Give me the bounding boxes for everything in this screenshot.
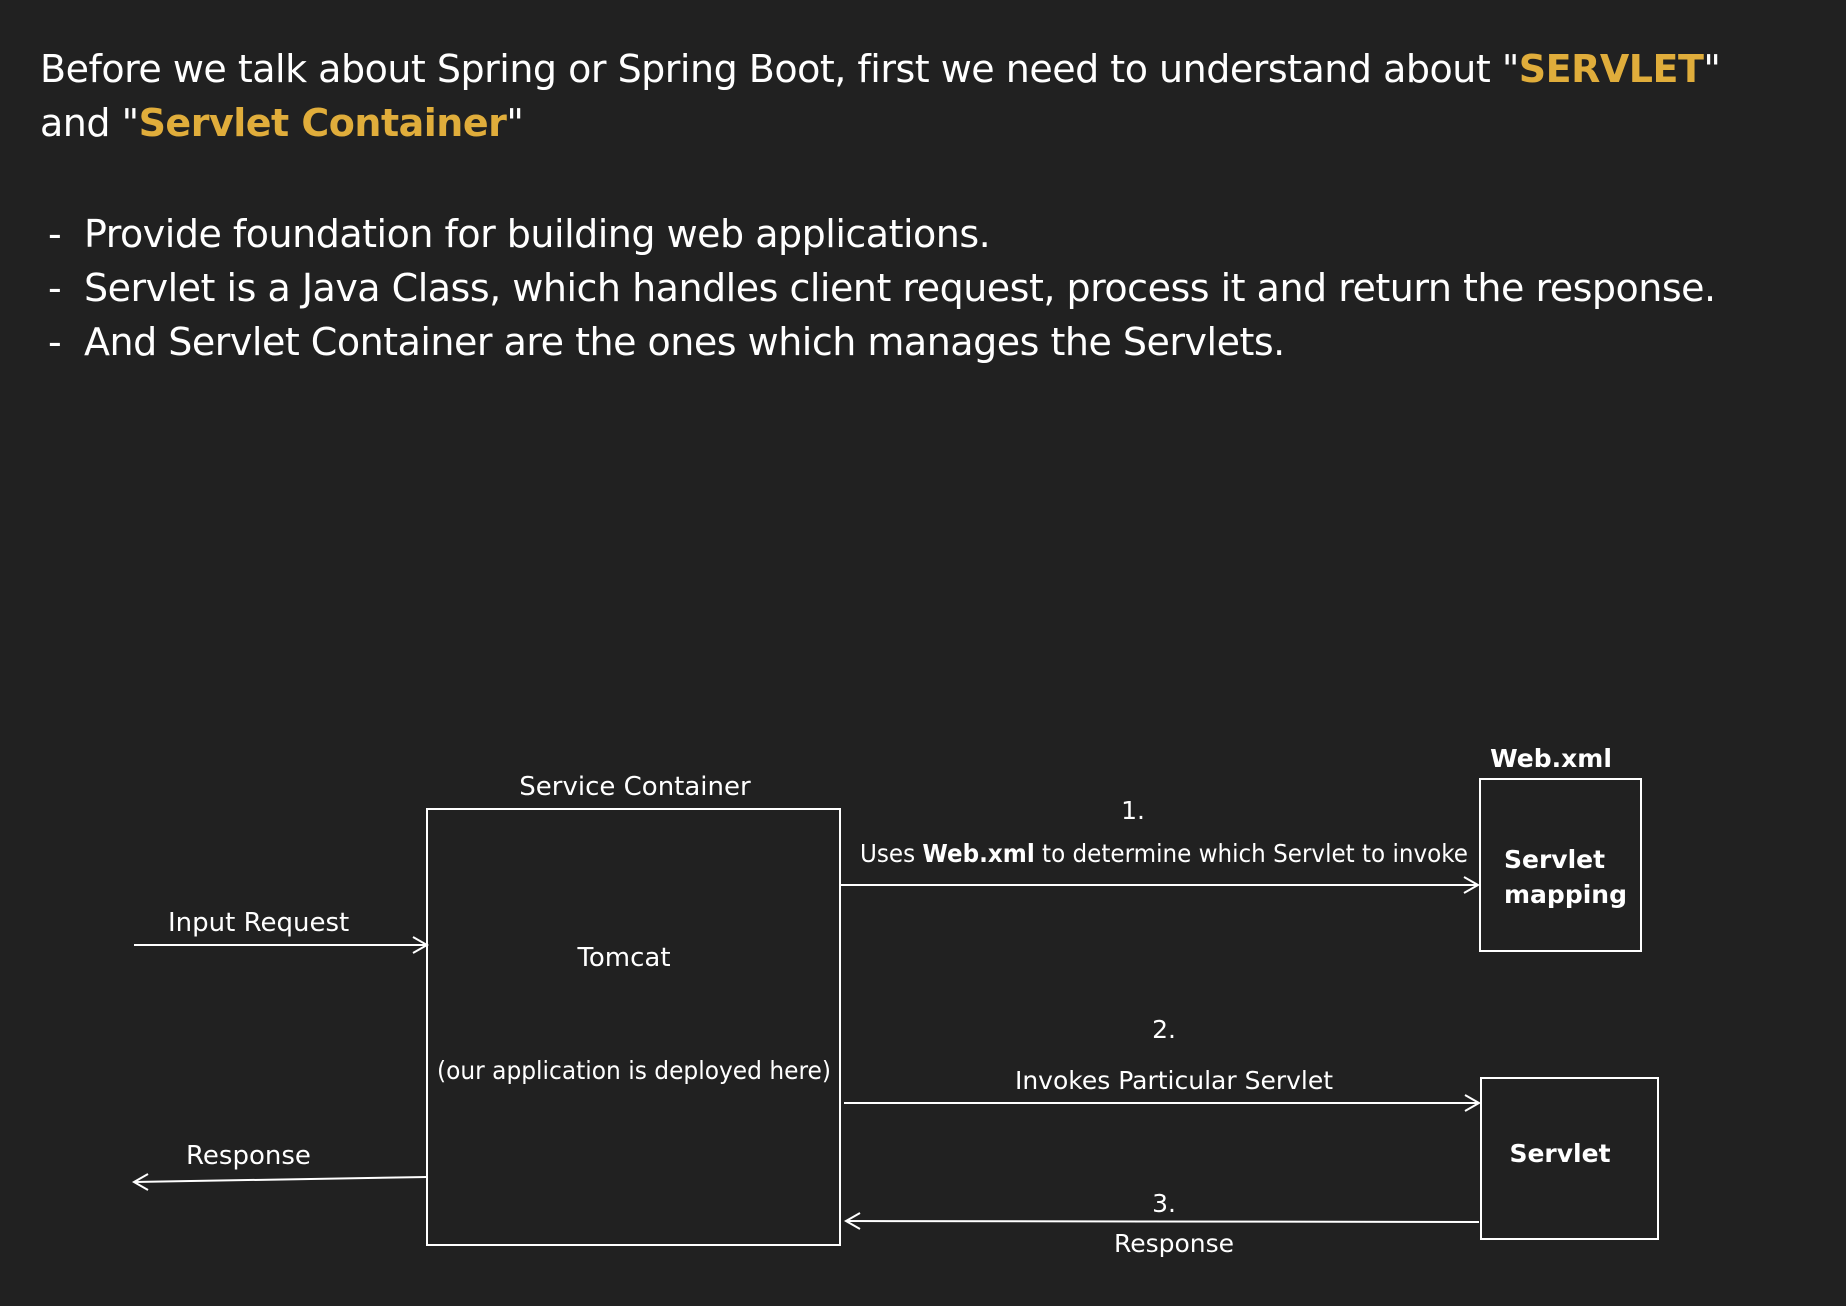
bullet-marker: - — [48, 212, 62, 256]
servlet-highlight: SERVLET — [1518, 47, 1704, 91]
intro-text-part3: " — [506, 101, 524, 145]
intro-heading: Before we talk about Spring or Spring Bo… — [40, 42, 1800, 150]
tomcat-label: Tomcat — [576, 943, 670, 973]
step1-text-before: Uses — [860, 839, 922, 868]
bullet-text: And Servlet Container are the ones which… — [84, 320, 1285, 364]
service-container-title: Service Container — [519, 772, 751, 802]
list-item: - And Servlet Container are the ones whi… — [48, 315, 1808, 369]
step2-number: 2. — [1152, 1015, 1176, 1044]
input-request-label: Input Request — [168, 908, 349, 938]
bullet-text: Servlet is a Java Class, which handles c… — [84, 266, 1716, 310]
list-item: - Servlet is a Java Class, which handles… — [48, 261, 1808, 315]
step1-text-after: to determine which Servlet to invoke — [1035, 839, 1468, 868]
bullet-text: Provide foundation for building web appl… — [84, 212, 991, 256]
webxml-mapping-line1: Servlet — [1504, 845, 1605, 874]
servlet-box-label: Servlet — [1509, 1139, 1610, 1168]
step2-description: Invokes Particular Servlet — [1015, 1066, 1333, 1095]
service-container-box — [426, 808, 841, 1246]
step3-arrow — [845, 1220, 1480, 1223]
input-request-arrowhead — [412, 936, 430, 954]
bullet-list: - Provide foundation for building web ap… — [48, 207, 1808, 369]
step1-description: Uses Web.xml to determine which Servlet … — [860, 839, 1468, 868]
bullet-marker: - — [48, 266, 62, 310]
servlet-box — [1480, 1077, 1659, 1240]
intro-text-part2: " and " — [40, 47, 1721, 145]
step3-description: Response — [1114, 1229, 1234, 1258]
webxml-title: Web.xml — [1490, 744, 1612, 773]
tomcat-note: (our application is deployed here) — [437, 1056, 831, 1085]
webxml-mapping-line2: mapping — [1504, 880, 1627, 909]
step3-number: 3. — [1152, 1189, 1176, 1218]
response-out-arrow — [133, 1176, 428, 1183]
step1-number: 1. — [1121, 796, 1145, 825]
step2-arrowhead — [1464, 1094, 1482, 1112]
webxml-box — [1479, 778, 1642, 952]
servlet-container-highlight: Servlet Container — [138, 101, 507, 145]
step3-arrowhead — [843, 1212, 861, 1230]
list-item: - Provide foundation for building web ap… — [48, 207, 1808, 261]
step1-arrowhead — [1463, 876, 1481, 894]
response-out-arrowhead — [131, 1173, 149, 1191]
bullet-marker: - — [48, 320, 62, 364]
step1-text-bold: Web.xml — [922, 839, 1034, 868]
intro-text-part1: Before we talk about Spring or Spring Bo… — [40, 47, 1519, 91]
response-out-label: Response — [186, 1141, 311, 1171]
